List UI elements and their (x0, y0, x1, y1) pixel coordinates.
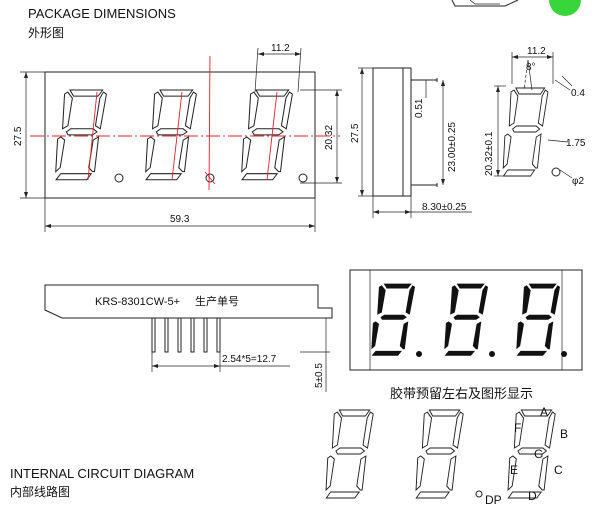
seg-label-e: E (510, 463, 518, 477)
digit-detail: 11.2 8° 20.32±0.1 0.4 1.75 φ2 (484, 46, 586, 187)
dim-depth: 8.30±0.25 (422, 202, 467, 213)
circuit-title-cn: 内部线路图 (10, 484, 70, 499)
corner-artifact (451, 0, 581, 16)
side-view: 27.5 0.51 23.00±0.25 8.30±0.25 (350, 67, 472, 218)
seg-label-dp: DP (485, 493, 502, 507)
dim-offset: 0.51 (414, 98, 425, 118)
title-en: PACKAGE DIMENSIONS (28, 6, 176, 21)
display-view (349, 269, 583, 371)
seg-label-a: A (540, 405, 548, 419)
title-cn: 外形图 (28, 26, 64, 40)
detail-angle: 8° (526, 62, 536, 73)
dim-seg-width: 11.2 (271, 43, 290, 54)
seg-label-c: C (554, 463, 563, 477)
seg-label-b: B (560, 427, 568, 441)
detail-width: 11.2 (527, 46, 546, 57)
seg-label-d: D (528, 489, 537, 503)
dim-pin-span: 23.00±0.25 (447, 122, 458, 172)
front-view: 11.2 27.5 20.32 59.3 (13, 43, 342, 232)
pins (151, 317, 221, 353)
dim-pin-len: 5±0.5 (314, 363, 325, 388)
detail-dim-a: 0.4 (571, 88, 585, 99)
dim-pitch: 2.54*5=12.7 (222, 354, 277, 365)
detail-dp: φ2 (572, 176, 584, 187)
dim-height: 27.5 (13, 126, 24, 146)
seg-label-g: G (534, 447, 543, 461)
tape-note: 胶带预留左右及图形显示 (390, 386, 533, 402)
circuit-title-en: INTERNAL CIRCUIT DIAGRAM (10, 466, 194, 481)
seg-label-f: F (514, 421, 521, 435)
part-suffix: 生产单号 (195, 294, 239, 308)
dim-digit-height: 20.32 (324, 125, 335, 150)
dim-side-height: 27.5 (350, 123, 361, 143)
segment-legend: A B C D E F G DP (323, 405, 568, 507)
detail-dim-b: 1.75 (566, 138, 586, 149)
part-label: KRS-8301CW-5+ (95, 296, 180, 308)
pin-view: KRS-8301CW-5+ 生产单号 2.54*5=12.7 5±0.5 (44, 284, 333, 392)
dim-width: 59.3 (170, 214, 190, 225)
detail-height: 20.32±0.1 (484, 131, 495, 176)
